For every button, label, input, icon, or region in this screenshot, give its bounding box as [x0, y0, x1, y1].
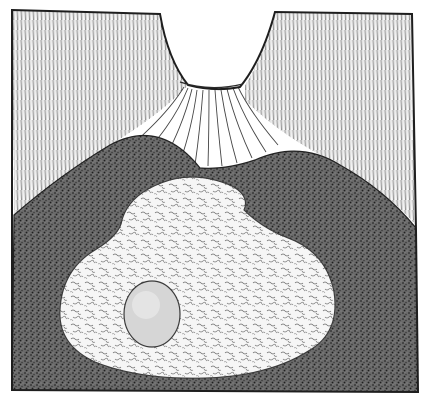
nucleus-highlight: [132, 291, 160, 319]
